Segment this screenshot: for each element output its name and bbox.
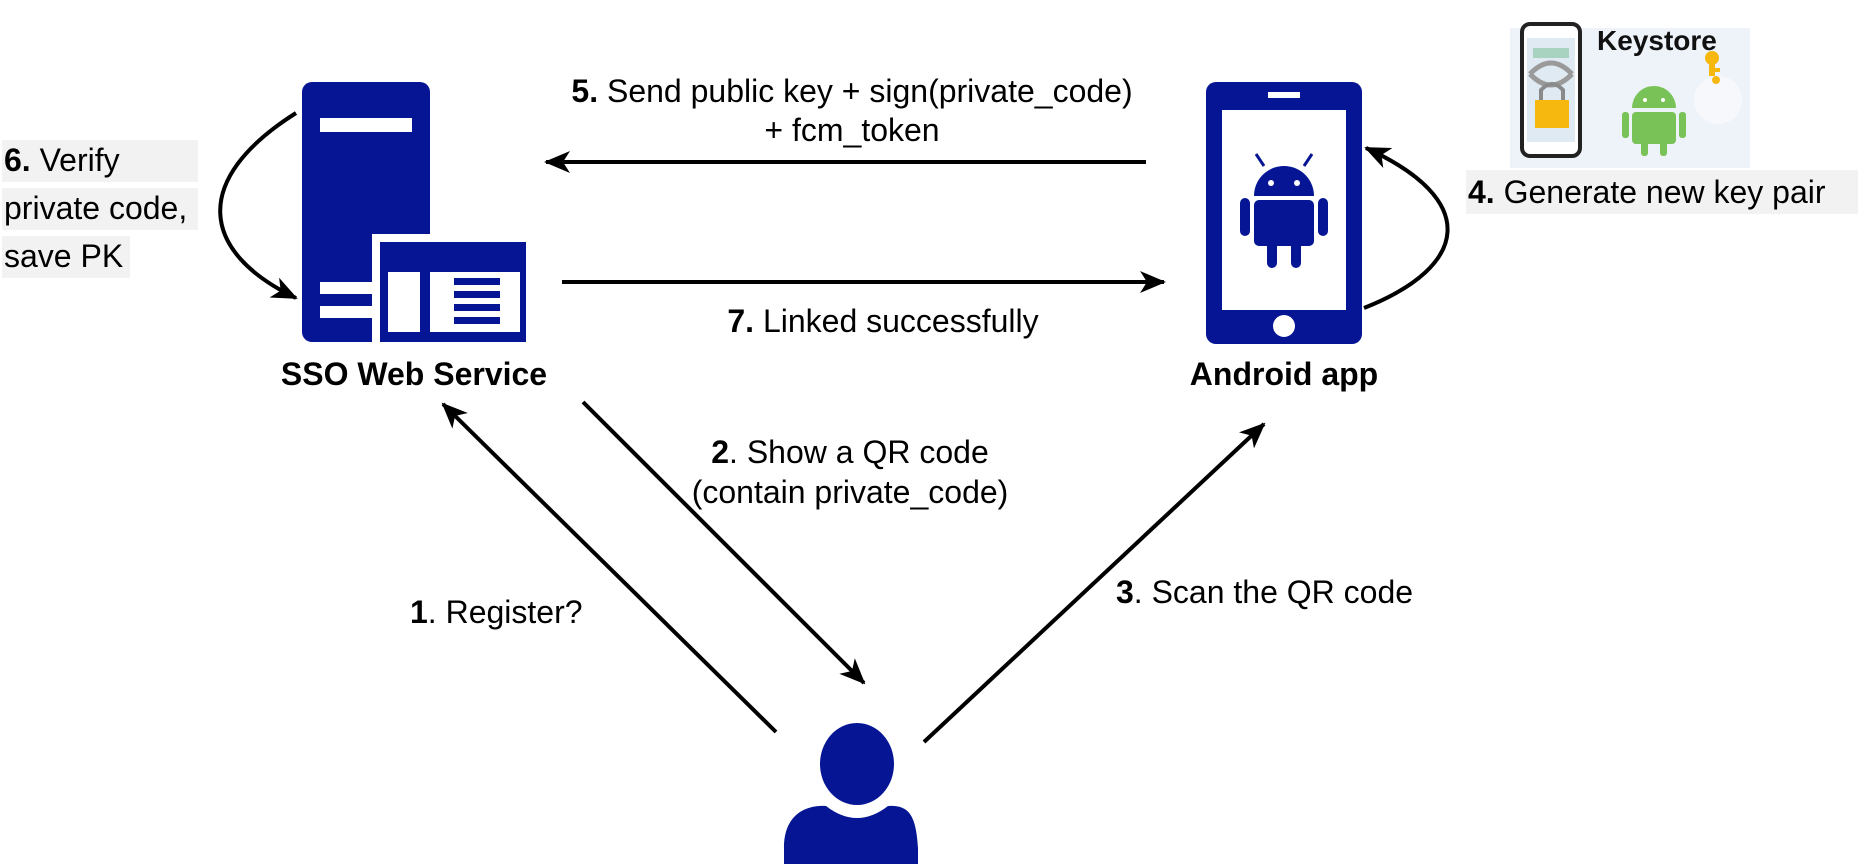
android-phone-icon [1206, 82, 1362, 344]
keystore-title: Keystore [1597, 25, 1717, 56]
step2-label-line2: (contain private_code) [692, 474, 1009, 510]
step5-label-line2: + fcm_token [764, 112, 939, 148]
arrow-step4 [1363, 146, 1450, 310]
keystore-logo: Keystore [1510, 22, 1750, 168]
android-green-icon [1622, 86, 1686, 156]
step6-line1: 6. Verify [4, 142, 120, 178]
server-label: SSO Web Service [281, 356, 547, 392]
step6-line3: save PK [4, 238, 123, 274]
arrow-step1 [441, 402, 778, 734]
server-icon [302, 82, 530, 342]
arrow-step6 [218, 111, 298, 300]
android-robot-icon [1240, 153, 1328, 268]
phone-label: Android app [1190, 356, 1378, 392]
step6-label: 6. Verify private code, save PK [2, 140, 198, 278]
arrow-step2 [581, 400, 866, 685]
step4-label: 4. Generate new key pair [1466, 170, 1858, 214]
step6-line2: private code, [4, 190, 187, 226]
step1-label: 1. Register? [410, 594, 583, 630]
step7-label: 7. Linked successfully [727, 303, 1038, 339]
step5-label: 5. Send public key + sign(private_code) [571, 73, 1132, 109]
step4-text: 4. Generate new key pair [1468, 174, 1826, 210]
user-icon [784, 723, 918, 864]
step2-label: 2. Show a QR code [711, 434, 988, 470]
arrow-step3 [922, 422, 1266, 744]
step3-label: 3. Scan the QR code [1116, 574, 1413, 610]
arrows [218, 111, 1450, 744]
key-icon [1705, 51, 1720, 84]
